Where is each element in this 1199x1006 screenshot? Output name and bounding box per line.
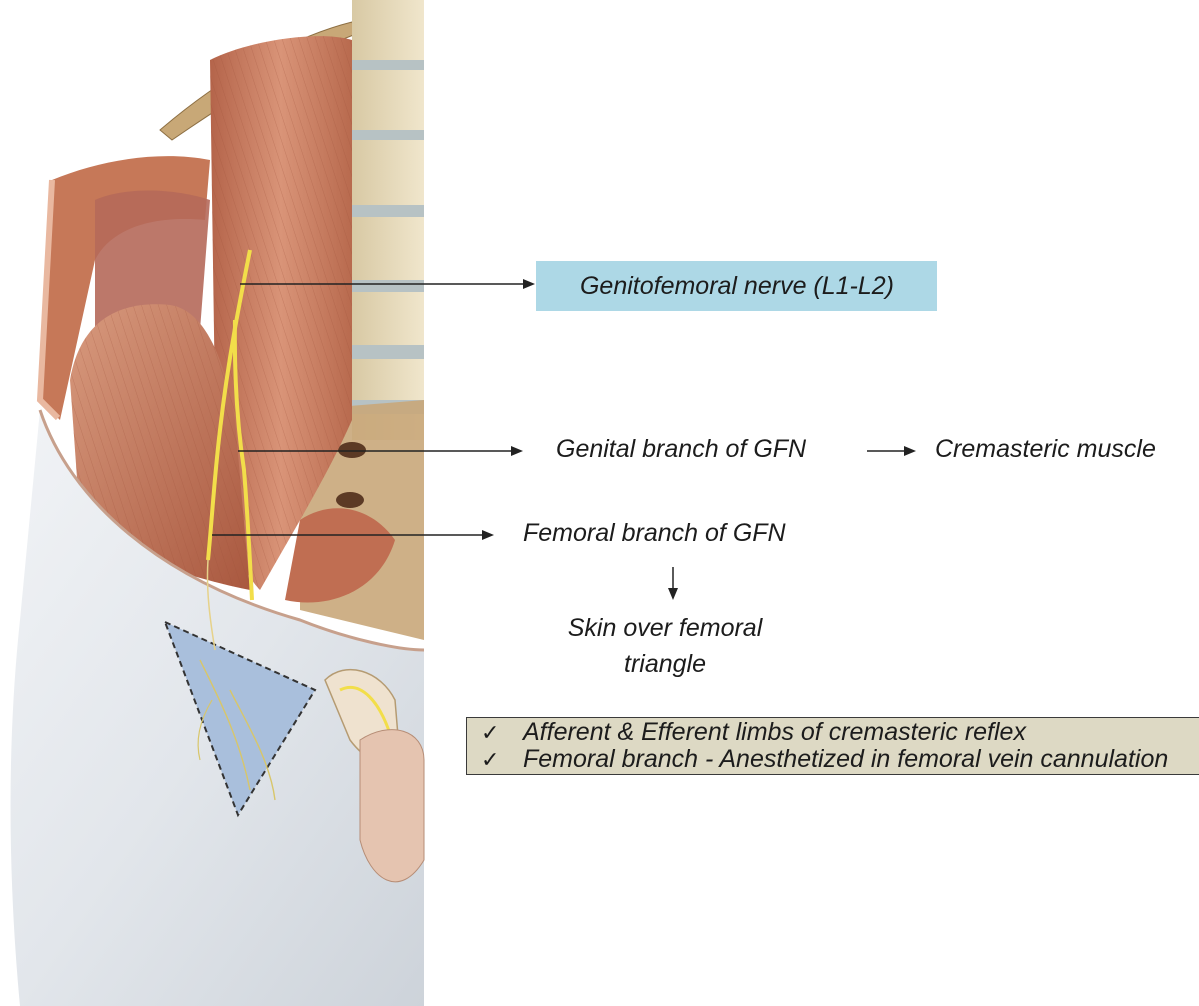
checkmark-icon: ✓ — [481, 720, 523, 746]
note-text: Femoral branch - Anesthetized in femoral… — [523, 745, 1168, 773]
femoral-branch-label: Femoral branch of GFN — [523, 518, 786, 549]
skin-over-femoral-triangle-label: Skin over femoral triangle — [540, 610, 790, 682]
note-text: Afferent & Efferent limbs of cremasteric… — [523, 718, 1026, 746]
checkmark-icon: ✓ — [481, 747, 523, 773]
vertebral-column — [352, 0, 424, 440]
cremasteric-muscle-label: Cremasteric muscle — [935, 434, 1156, 465]
note-item: ✓Femoral branch - Anesthetized in femora… — [481, 745, 1168, 774]
clinical-notes-box: ✓Afferent & Efferent limbs of cremasteri… — [466, 717, 1199, 775]
genitofemoral-nerve-text: Genitofemoral nerve (L1-L2) — [580, 271, 894, 302]
genitofemoral-nerve-label: Genitofemoral nerve (L1-L2) — [536, 261, 937, 311]
note-item: ✓Afferent & Efferent limbs of cremasteri… — [481, 718, 1026, 747]
scrotum — [360, 730, 424, 882]
genital-branch-label: Genital branch of GFN — [556, 434, 806, 465]
